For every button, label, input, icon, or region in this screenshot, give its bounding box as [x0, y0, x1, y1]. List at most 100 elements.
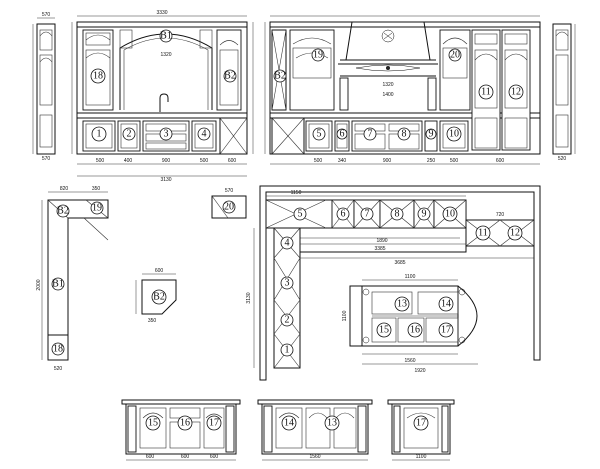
callout-10-top: 10 [446, 126, 462, 142]
island-elevation-front: 600 600 600 [121, 399, 241, 461]
dim-plan-left-top: 820 [60, 186, 69, 192]
callout-2-plan: 2 [280, 313, 294, 327]
callout-16-elev: 16 [177, 415, 193, 431]
callout-b1-plan: B1 [51, 277, 65, 291]
callout-14-elev: 14 [281, 415, 297, 431]
callout-5-top: 5 [312, 127, 326, 141]
svg-text:8: 8 [402, 129, 407, 140]
callout-6-plan: 6 [336, 207, 350, 221]
corner-cabinet-plan: 600 350 [135, 268, 177, 324]
callout-3-plan: 3 [280, 276, 294, 290]
range-wall-elevation: 1320 1400 500 340 900 250 500 600 [264, 15, 541, 165]
callout-19-top: 19 [311, 48, 325, 62]
svg-text:4: 4 [202, 129, 207, 140]
callout-17-side: 17 [413, 415, 429, 431]
svg-text:11: 11 [481, 87, 491, 98]
dim-plan-mid: 1890 [376, 238, 387, 244]
svg-text:20: 20 [450, 50, 460, 61]
dim-plan-left-height: 2000 [36, 279, 42, 290]
callout-7-plan: 7 [360, 207, 374, 221]
svg-text:3: 3 [285, 278, 290, 289]
callout-18-plan: 18 [51, 342, 65, 356]
callout-11-top: 11 [478, 84, 494, 100]
callout-1-plan: 1 [280, 343, 294, 357]
svg-text:18: 18 [93, 71, 103, 82]
dim-sink-wall-top: 3330 [156, 10, 167, 16]
callout-1-top: 1 [91, 126, 107, 142]
svg-text:9: 9 [429, 129, 434, 140]
callout-19-plan: 19 [90, 201, 104, 215]
callout-b2-right: B2 [273, 69, 287, 83]
callout-15-plan: 15 [376, 322, 392, 338]
dim-plan-left-top-b: 350 [92, 186, 101, 192]
dim-island-top: 1100 [405, 274, 416, 280]
island-elevation-back: 1560 [257, 399, 373, 461]
svg-text:B2: B2 [57, 206, 69, 217]
dim-base-a: 500 [96, 158, 105, 164]
dim-arch-width: 1320 [160, 52, 171, 58]
dim-range-base-a: 500 [314, 158, 323, 164]
callout-10-plan: 10 [442, 206, 458, 222]
svg-text:9: 9 [422, 209, 427, 220]
dim-plan-total: 3685 [394, 260, 405, 266]
dim-plan-mid-2: 3385 [374, 246, 385, 252]
svg-text:5: 5 [298, 209, 303, 220]
callout-4-plan: 4 [280, 236, 294, 250]
svg-text:16: 16 [410, 325, 420, 336]
svg-text:14: 14 [284, 418, 294, 429]
dim-hood-width: 1320 [382, 82, 393, 88]
svg-text:8: 8 [395, 209, 400, 220]
svg-text:B1: B1 [160, 31, 172, 42]
callout-7-top: 7 [363, 127, 377, 141]
callout-20-top: 20 [448, 48, 462, 62]
svg-text:13: 13 [397, 299, 407, 310]
svg-text:7: 7 [365, 209, 370, 220]
svg-text:14: 14 [441, 299, 451, 310]
svg-text:6: 6 [341, 209, 346, 220]
right-side-panel-elevation: 520 [552, 23, 576, 162]
svg-text:B2: B2 [153, 292, 165, 303]
callout-5-plan: 5 [293, 207, 307, 221]
svg-text:20: 20 [224, 202, 234, 213]
svg-text:17: 17 [441, 325, 451, 336]
svg-text:11: 11 [478, 228, 488, 239]
dim-range-base-e: 500 [450, 158, 459, 164]
svg-text:13: 13 [327, 418, 337, 429]
svg-text:6: 6 [340, 129, 345, 140]
svg-text:17: 17 [416, 418, 426, 429]
svg-text:12: 12 [511, 87, 521, 98]
dim-isl-front-b: 600 [181, 454, 190, 460]
callout-b2-plan: B2 [56, 204, 70, 218]
callout-14-plan: 14 [438, 296, 454, 312]
callout-9-top: 9 [425, 129, 437, 140]
dim-plan-top-1: 1150 [291, 190, 302, 196]
svg-text:17: 17 [209, 418, 219, 429]
dim-plan-ext: 720 [496, 212, 505, 218]
dim-bottom-right: 520 [558, 156, 567, 162]
callout-13-elev: 13 [324, 415, 340, 431]
dim-isl-front-a: 600 [146, 454, 155, 460]
dim-isl-side: 1100 [416, 454, 427, 460]
svg-text:12: 12 [510, 228, 520, 239]
svg-text:16: 16 [180, 418, 190, 429]
dim-island-bottom: 1560 [404, 358, 415, 364]
dim-range-base-d: 250 [427, 158, 436, 164]
svg-text:19: 19 [313, 50, 323, 61]
dim-island-depth: 1100 [342, 310, 348, 321]
callout-18-top: 18 [90, 68, 106, 84]
island-elevation-side: 1100 [387, 399, 455, 461]
dim-island-total: 1920 [414, 368, 425, 374]
svg-text:B1: B1 [52, 279, 64, 290]
svg-text:1: 1 [285, 345, 290, 356]
dim-sink-wall-total: 3130 [160, 177, 171, 183]
dim-range-base-b: 340 [338, 158, 347, 164]
svg-text:10: 10 [445, 209, 455, 220]
dim-corner-top: 600 [155, 268, 164, 274]
svg-text:2: 2 [285, 315, 290, 326]
dim-range-base-c: 900 [383, 158, 392, 164]
callout-4-top: 4 [197, 127, 211, 141]
svg-text:1: 1 [97, 129, 102, 140]
panel-20-plan: 570 [211, 188, 247, 219]
svg-text:3: 3 [164, 129, 169, 140]
